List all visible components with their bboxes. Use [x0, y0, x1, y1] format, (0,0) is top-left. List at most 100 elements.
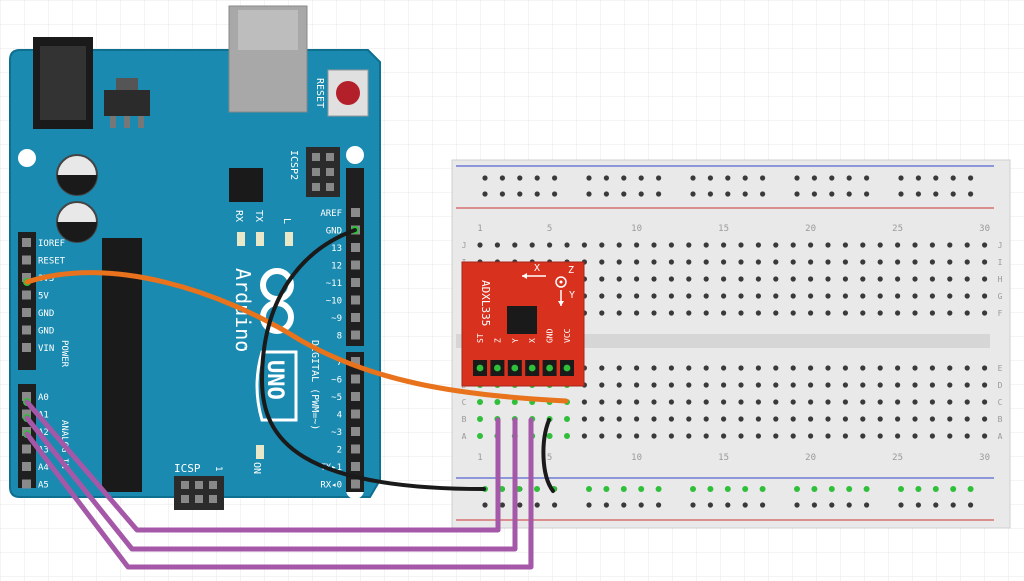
pin-connection — [546, 364, 553, 372]
header-pin — [351, 409, 360, 419]
header-pin — [22, 444, 31, 454]
rail-hole — [933, 502, 939, 508]
rail-hole — [968, 175, 974, 181]
breadboard-hole — [651, 293, 657, 299]
rail-hole — [656, 175, 662, 181]
breadboard-hole — [686, 433, 692, 439]
breadboard-hole — [790, 293, 796, 299]
axis-z-label: Z — [568, 265, 574, 276]
breadboard-hole — [599, 365, 605, 371]
breadboard-hole — [842, 433, 849, 439]
breadboard-hole — [721, 276, 727, 282]
rail-hole — [621, 175, 627, 181]
header-pin — [351, 357, 360, 366]
breadboard-hole — [668, 399, 675, 405]
rail-hole — [898, 175, 904, 181]
connected-hole — [564, 416, 570, 422]
rail-hole — [811, 502, 818, 508]
breadboard-hole — [790, 276, 796, 282]
connected-hole — [638, 486, 645, 492]
breadboard-hole — [790, 399, 796, 405]
breadboard-hole — [860, 293, 866, 299]
header-pin — [22, 479, 31, 489]
rail-hole — [933, 175, 939, 181]
pin-connection — [494, 364, 501, 372]
wire-a1-to-y — [24, 415, 518, 552]
breadboard-hole — [947, 310, 953, 316]
breadboard-hole — [825, 382, 831, 388]
breadboard-hole — [929, 399, 936, 405]
breadboard-hole — [860, 365, 866, 371]
pin-label: A4 — [38, 463, 49, 473]
connected-hole — [915, 486, 922, 492]
wire-a0-to-x — [24, 399, 501, 533]
breadboard-hole — [842, 310, 849, 316]
header-pin — [351, 462, 360, 471]
breadboard-hole — [825, 433, 831, 439]
column-number: 1 — [477, 453, 482, 463]
breadboard-hole — [755, 259, 762, 265]
breadboard-hole — [686, 259, 692, 265]
on-led — [256, 445, 264, 459]
breadboard-hole — [703, 242, 709, 248]
breadboard-hole — [842, 365, 849, 371]
row-letter: E — [998, 364, 1003, 373]
rail-hole — [603, 191, 610, 197]
icsp-label: ICSP — [174, 462, 201, 475]
breadboard-hole — [895, 293, 901, 299]
column-number: 20 — [805, 453, 816, 463]
rail-hole — [690, 175, 696, 181]
row-letter: J — [462, 241, 467, 250]
row-letter: D — [998, 381, 1003, 390]
breadboard-hole — [825, 310, 831, 316]
breadboard-hole — [947, 365, 953, 371]
column-number: 5 — [547, 224, 552, 234]
connected-hole — [546, 433, 553, 439]
rail-hole — [794, 175, 800, 181]
header-pin — [22, 290, 31, 300]
rail-hole — [482, 191, 488, 197]
wire-a2-to-z — [24, 417, 534, 570]
breadboard-hole — [860, 276, 866, 282]
arduino-uno-board: RESET ICSP2 RX TX L Arduino ™ UN — [9, 5, 381, 510]
rail-hole — [707, 175, 714, 181]
breadboard-hole — [982, 433, 988, 439]
breadboard-hole — [616, 382, 622, 388]
breadboard-hole — [755, 365, 762, 371]
header-pin — [22, 343, 31, 352]
breadboard-hole — [860, 310, 866, 316]
breadboard-hole — [790, 382, 796, 388]
breadboard-hole — [808, 293, 814, 299]
breadboard-hole — [616, 416, 622, 422]
breadboard-hole — [599, 259, 605, 265]
breadboard-hole — [634, 293, 640, 299]
uno-label: UNO — [262, 360, 287, 400]
header-pin — [351, 295, 360, 305]
sensor-pin-label: Y — [511, 338, 520, 343]
breadboard-hole — [825, 416, 831, 422]
breadboard-hole — [860, 433, 866, 439]
rail-hole — [811, 191, 818, 197]
rail-hole — [656, 191, 662, 197]
rail-hole — [707, 502, 714, 508]
breadboard-hole — [964, 365, 970, 371]
breadboard-hole — [808, 365, 814, 371]
sensor-pin-label: GND — [546, 328, 555, 343]
breadboard-hole — [668, 382, 675, 388]
breadboard-hole — [808, 276, 814, 282]
pin-label: A2 — [38, 428, 49, 438]
rail-hole — [933, 191, 939, 197]
breadboard-hole — [581, 242, 588, 248]
rail-hole — [760, 502, 766, 508]
breadboard-hole — [964, 382, 970, 388]
rail-hole — [517, 175, 523, 181]
breadboard-hole — [512, 242, 518, 248]
header-pin — [22, 325, 31, 335]
breadboard-hole — [581, 399, 588, 405]
breadboard-hole — [842, 293, 849, 299]
breadboard-hole — [790, 242, 796, 248]
breadboard-hole — [929, 259, 936, 265]
breadboard-hole — [773, 433, 779, 439]
breadboard-hole — [877, 433, 883, 439]
tx-label: TX — [253, 210, 264, 222]
